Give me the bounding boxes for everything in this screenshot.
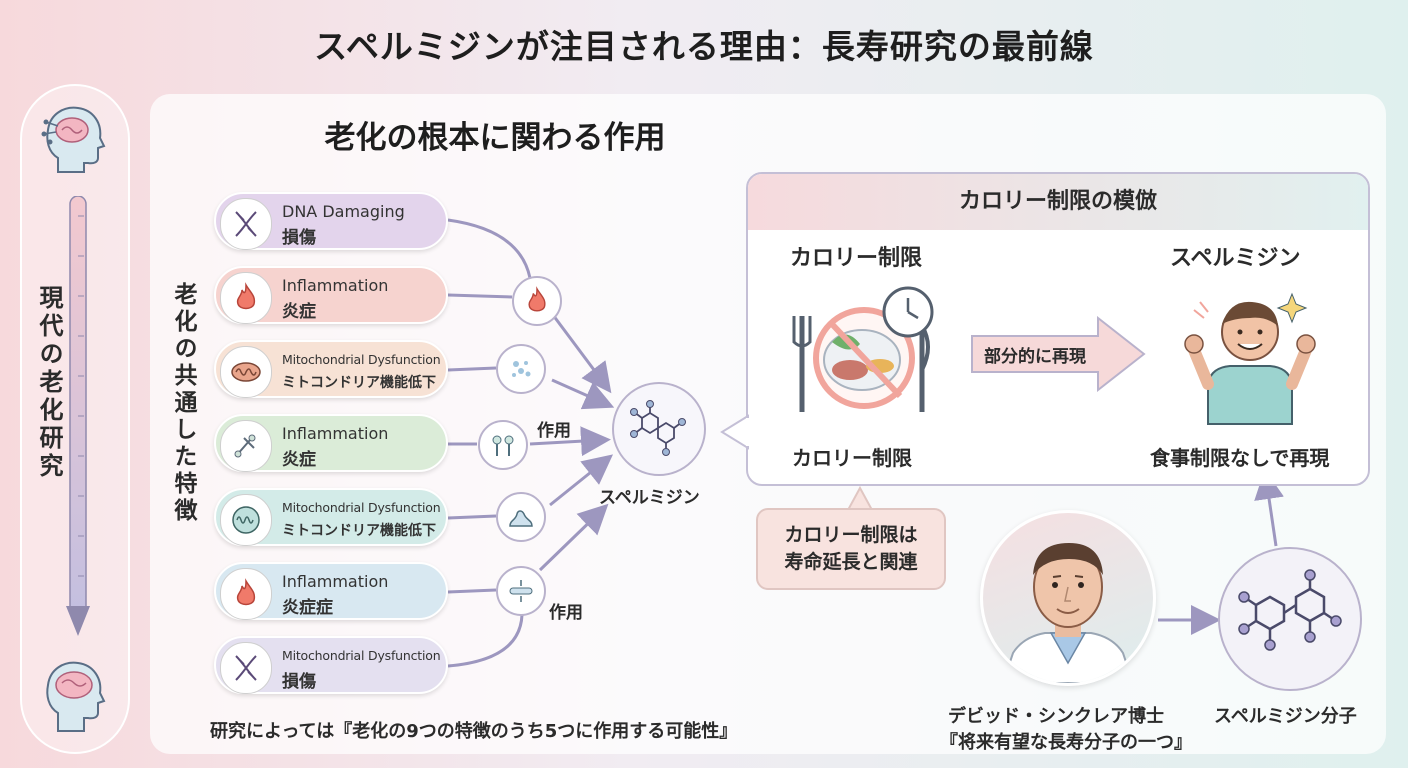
- hallmark-pill-inflammation: Inflammation 炎症: [214, 266, 448, 324]
- hallmark-en-label: Mitochondrial Dysfunction: [282, 500, 441, 515]
- mitochondria-icon: [220, 494, 272, 546]
- scientist-quote: 『将来有望な長寿分子の一つ』: [940, 732, 1192, 753]
- page-title: スペルミジンが注目される理由：長寿研究の最前線: [314, 27, 1094, 66]
- scientist-portrait: [980, 510, 1156, 686]
- no-diet-caption: 食事制限なしで再現: [1150, 446, 1330, 470]
- hallmarks-label: 老化の共通した特徴: [170, 282, 196, 525]
- flame-icon: [220, 568, 272, 620]
- flame-icon: [220, 272, 272, 324]
- happy-person-icon: [1184, 292, 1316, 425]
- molecule-caption: スペルミジン分子: [1214, 706, 1357, 727]
- hallmark-jp-label: 炎症: [282, 450, 316, 470]
- cell-icon: [220, 420, 272, 472]
- hallmark-en-label: Inflammation: [282, 424, 389, 443]
- hallmark-en-label: Inflammation: [282, 572, 389, 591]
- no-food-plate-icon: [792, 286, 934, 412]
- particles-node-icon: [496, 344, 546, 394]
- spermidine-molecule-icon: [1218, 547, 1362, 691]
- hallmark-en-label: Inflammation: [282, 276, 389, 295]
- partial-reproduce-label: 部分的に再現: [984, 347, 1086, 367]
- action-label: 作用: [549, 603, 583, 623]
- hallmark-pill-dna-damage: DNA Damaging 損傷: [214, 192, 448, 250]
- aging-research-label: 現代の老化研究: [35, 285, 63, 481]
- hallmark-jp-label: 炎症: [282, 302, 316, 322]
- hallmark-pill-dna-damage: Mitochondrial Dysfunction 損傷: [214, 636, 448, 694]
- hallmark-pill-mitochondria: Mitochondrial Dysfunction ミトコンドリア機能低下: [214, 488, 448, 546]
- flame-node-icon: [512, 276, 562, 326]
- hallmark-pill-inflammation: Inflammation 炎症症: [214, 562, 448, 620]
- action-label: 作用: [537, 421, 571, 441]
- hallmark-jp-label: 炎症症: [282, 598, 333, 618]
- calorie-box-header: カロリー制限の模倣: [748, 174, 1368, 230]
- dna-icon: [220, 642, 272, 694]
- hallmark-jp-label: ミトコンドリア機能低下: [282, 523, 436, 539]
- research-note: 研究によっては『老化の9つの特徴のうち5つに作用する可能性』: [210, 721, 738, 742]
- membrane-node-icon: [496, 566, 546, 616]
- spermidine-title: スペルミジン: [1170, 246, 1301, 271]
- spermidine-molecule-icon: [612, 382, 706, 476]
- head-brain-icon: [46, 661, 106, 732]
- spermidine-label: スペルミジン: [599, 488, 700, 508]
- cell-node-icon: [496, 492, 546, 542]
- lifespan-bubble: カロリー制限は 寿命延長と関連: [756, 508, 946, 590]
- hallmark-pill-inflammation: Inflammation 炎症: [214, 414, 448, 472]
- hallmark-jp-label: ミトコンドリア機能低下: [282, 375, 436, 391]
- hallmark-en-label: DNA Damaging: [282, 202, 405, 221]
- section-title: 老化の根本に関わる作用: [324, 120, 666, 156]
- partial-reproduce-arrow: 部分的に再現: [970, 316, 1146, 392]
- head-brain-icon: [41, 106, 106, 173]
- calorie-restriction-caption: カロリー制限: [792, 446, 912, 470]
- hallmark-en-label: Mitochondrial Dysfunction: [282, 648, 441, 663]
- hallmark-jp-label: 損傷: [282, 228, 316, 248]
- calorie-restriction-title: カロリー制限: [790, 246, 923, 271]
- hallmark-jp-label: 損傷: [282, 672, 316, 692]
- scientist-name: デビッド・シンクレア博士: [948, 706, 1164, 727]
- receptor-node-icon: [478, 420, 528, 470]
- hallmark-pill-mitochondria: Mitochondrial Dysfunction ミトコンドリア機能低下: [214, 340, 448, 398]
- bubble-line-1: カロリー制限は: [784, 524, 918, 546]
- hallmark-en-label: Mitochondrial Dysfunction: [282, 352, 441, 367]
- bubble-line-2: 寿命延長と関連: [784, 551, 918, 573]
- dna-icon: [220, 198, 272, 250]
- timeline-arrow: [66, 196, 90, 636]
- mitochondria-icon: [220, 346, 272, 398]
